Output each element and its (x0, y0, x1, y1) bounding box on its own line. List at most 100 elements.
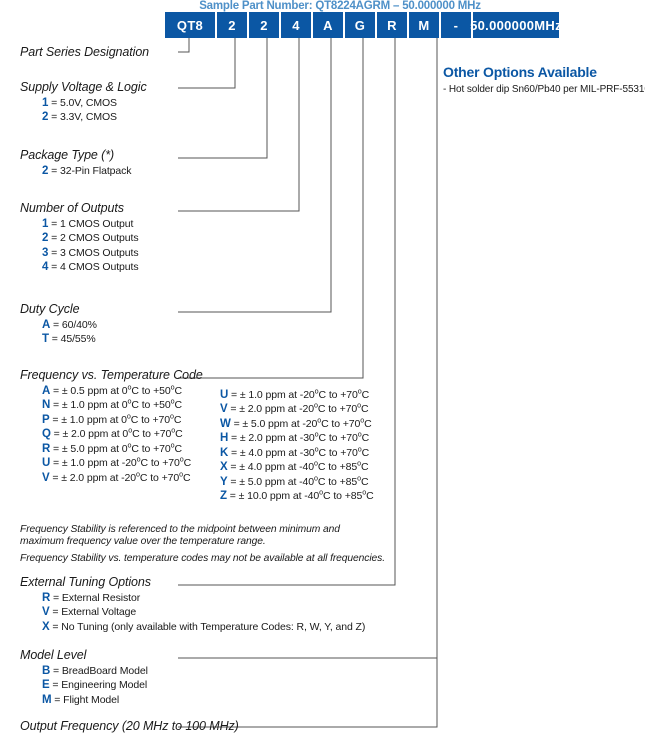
option-code: 1 (42, 217, 49, 230)
option-code: 2 (42, 111, 49, 123)
option-code: B (42, 664, 51, 677)
option-code: A (42, 384, 51, 397)
group-title: Frequency vs. Temperature Code (20, 368, 203, 382)
option-text: = 2 CMOS Outputs (48, 232, 139, 244)
option-item: 3 = 3 CMOS Outputs (20, 247, 139, 259)
option-text: = 5.0V, CMOS (48, 96, 117, 109)
option-item: 2 = 32-Pin Flatpack (20, 164, 132, 177)
options-list: A = 60/40%T = 45/55% (20, 319, 97, 346)
group-title: External Tuning Options (20, 575, 151, 589)
option-item: A = ± 0.5 ppm at 0oC to +50oC (20, 383, 203, 397)
option-code: V (42, 471, 50, 484)
group-title: Model Level (20, 648, 87, 662)
group-title: Number of Outputs (20, 201, 124, 215)
option-item: A = 60/40% (20, 319, 97, 331)
option-item: N = ± 1.0 ppm at 0oC to +50oC (20, 397, 203, 411)
note-line: maximum frequency value over the tempera… (20, 536, 266, 547)
part-number-box-8: - (441, 12, 471, 38)
option-text: = ± 4.0 ppm at -40oC to +85oC (227, 459, 369, 473)
option-code: K (220, 446, 229, 459)
options-list: 1 = 1 CMOS Output 2 = 2 CMOS Outputs 3 = 3… (20, 218, 139, 274)
options-list: 2 = 32-Pin Flatpack (20, 164, 132, 177)
option-text: = ± 10.0 ppm at -40oC to +85oC (226, 488, 374, 502)
option-text: = ± 1.0 ppm at -20oC to +70oC (228, 387, 370, 401)
option-code: A (42, 318, 51, 331)
option-text: = ± 1.0 ppm at 0oC to +50oC (50, 397, 182, 411)
option-code: U (220, 388, 229, 401)
group-title: Supply Voltage & Logic (20, 80, 147, 94)
option-text: = No Tuning (only available with Tempera… (49, 620, 366, 633)
option-item: E = Engineering Model (20, 679, 148, 691)
option-text: = ± 4.0 ppm at -30oC to +70oC (228, 445, 370, 459)
option-item: W = ± 5.0 ppm at -20oC to +70oC (220, 416, 374, 430)
part-number-box-5: G (345, 12, 375, 38)
option-text: = 32-Pin Flatpack (48, 164, 132, 177)
options-list: B = BreadBoard Model E = Engineering Mode… (20, 665, 148, 706)
option-text: = ± 2.0 ppm at -30oC to +70oC (228, 430, 370, 444)
group-frequency-vs-temperature: Frequency vs. Temperature Code A = ± 0.5… (20, 368, 374, 502)
option-code: R (42, 591, 51, 604)
sample-part-number-title: Sample Part Number: QT8224AGRM – 50.0000… (199, 0, 481, 12)
option-code: W (220, 417, 231, 430)
option-code: V (42, 606, 50, 618)
option-item: V = ± 2.0 ppm at -20oC to +70oC (20, 470, 203, 484)
group-number-of-outputs: Number of Outputs 1 = 1 CMOS Output 2 = 2… (20, 201, 139, 273)
option-item: V = ± 2.0 ppm at -20oC to +70oC (220, 402, 374, 415)
option-item: V = External Voltage (20, 606, 365, 618)
option-code: 2 (42, 232, 49, 244)
group-title: Part Series Designation (20, 45, 150, 59)
option-item: Q = ± 2.0 ppm at 0oC to +70oC (20, 427, 203, 440)
note-line: Frequency Stability vs. temperature code… (20, 553, 385, 564)
option-code: M (42, 693, 52, 706)
option-text: = 3 CMOS Outputs (48, 246, 139, 259)
option-text: = 45/55% (48, 333, 96, 345)
option-item: R = ± 5.0 ppm at 0oC to +70oC (20, 441, 203, 455)
group-duty-cycle: Duty Cycle A = 60/40%T = 45/55% (20, 302, 97, 345)
option-item: 2 = 3.3V, CMOS (20, 111, 147, 123)
option-code: V (220, 403, 228, 415)
option-item: R = External Resistor (20, 592, 365, 604)
option-code: 3 (42, 246, 49, 259)
part-number-box-6: R (377, 12, 407, 38)
option-code: U (42, 457, 51, 469)
group-external-tuning: External Tuning Options R = External Res… (20, 575, 365, 633)
option-item: H = ± 2.0 ppm at -30oC to +70oC (220, 430, 374, 444)
part-number-box-9: 50.000000MHz (470, 12, 562, 38)
option-item: Y = ± 5.0 ppm at -40oC to +85oC (220, 474, 374, 488)
other-options-title: Other Options Available (443, 64, 597, 80)
option-text: = External Resistor (50, 591, 141, 604)
group-model-level: Model Level B = BreadBoard Model E = Engi… (20, 648, 148, 706)
option-item: U = ± 1.0 ppm at -20oC to +70oC (220, 387, 374, 401)
other-options-item: - Hot solder dip Sn60/Pb40 per MIL-PRF-5… (443, 84, 645, 95)
option-item: B = BreadBoard Model (20, 665, 148, 677)
option-code: X (42, 620, 50, 633)
group-package-type: Package Type (*) 2 = 32-Pin Flatpack (20, 148, 132, 177)
option-text: = 60/40% (50, 318, 97, 331)
option-code: Q (42, 428, 51, 440)
option-text: = 1 CMOS Output (48, 217, 134, 230)
group-output-frequency: Output Frequency (20 MHz to 100 MHz) (20, 719, 239, 733)
option-code: X (220, 461, 228, 473)
option-text: = External Voltage (49, 606, 137, 618)
option-item: X = ± 4.0 ppm at -40oC to +85oC (220, 459, 374, 473)
option-code: Y (220, 475, 228, 488)
option-code: R (42, 442, 51, 455)
option-code: T (42, 333, 49, 345)
option-item: 2 = 2 CMOS Outputs (20, 232, 139, 244)
option-item: P = ± 1.0 ppm at 0oC to +70oC (20, 412, 203, 426)
option-text: = ± 1.0 ppm at 0oC to +70oC (49, 412, 182, 426)
option-text: = ± 0.5 ppm at 0oC to +50oC (50, 383, 182, 397)
option-text: = ± 1.0 ppm at -20oC to +70oC (50, 455, 192, 469)
option-text: = Engineering Model (49, 679, 148, 691)
option-item: M = Flight Model (20, 694, 148, 706)
option-code: N (42, 399, 51, 411)
option-text: = 3.3V, CMOS (48, 111, 117, 123)
option-text: = ± 5.0 ppm at 0oC to +70oC (50, 441, 182, 455)
option-item: T = 45/55% (20, 333, 97, 345)
option-item: Z = ± 10.0 ppm at -40oC to +85oC (220, 488, 374, 502)
